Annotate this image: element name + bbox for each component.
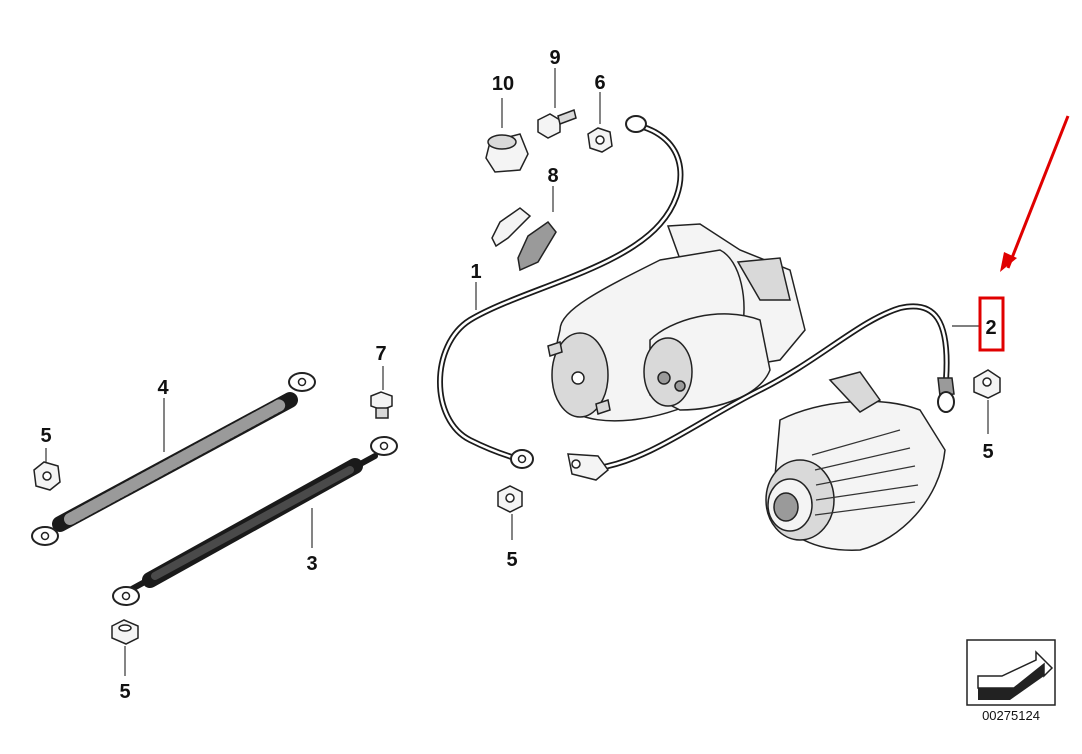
part-5-nut-center[interactable] (497, 485, 523, 540)
cable-2[interactable] (567, 303, 980, 481)
label-part-8: 8 (547, 165, 558, 187)
part-8-clips[interactable] (491, 186, 557, 272)
label-part-2: 2 (985, 317, 996, 339)
part-9-bolt[interactable] (537, 68, 577, 139)
part-5-nut-bottom[interactable] (111, 619, 139, 676)
red-arrow-icon (1006, 115, 1070, 269)
label-part-5-bottom: 5 (119, 681, 130, 703)
alternator (765, 371, 946, 551)
red-arrowhead-icon (1000, 252, 1017, 272)
highlight-box-part-2 (978, 296, 1005, 352)
cable-4[interactable] (31, 372, 316, 546)
highlight-annotation (978, 115, 1070, 352)
label-part-7: 7 (375, 343, 386, 365)
label-part-3: 3 (306, 553, 317, 575)
label-part-5-left: 5 (40, 425, 51, 447)
part-10-cap[interactable] (485, 98, 529, 173)
cable-3[interactable] (112, 436, 398, 606)
label-part-6: 6 (594, 72, 605, 94)
part-6-nut[interactable] (587, 92, 613, 153)
cable-1[interactable] (437, 115, 684, 469)
label-part-4: 4 (157, 377, 169, 399)
part-5-nut-right[interactable] (973, 369, 1001, 434)
starter-motor (547, 223, 806, 422)
label-part-9: 9 (549, 47, 560, 69)
part-5-nut-left[interactable] (33, 448, 61, 491)
catalog-number: 00275124 (982, 708, 1040, 723)
label-part-5-center: 5 (506, 549, 517, 571)
part-7-bolt[interactable] (370, 366, 393, 419)
label-part-1: 1 (470, 261, 481, 283)
label-part-5-right: 5 (982, 441, 993, 463)
label-part-10: 10 (492, 73, 514, 95)
reference-arrow-icon (966, 639, 1056, 706)
